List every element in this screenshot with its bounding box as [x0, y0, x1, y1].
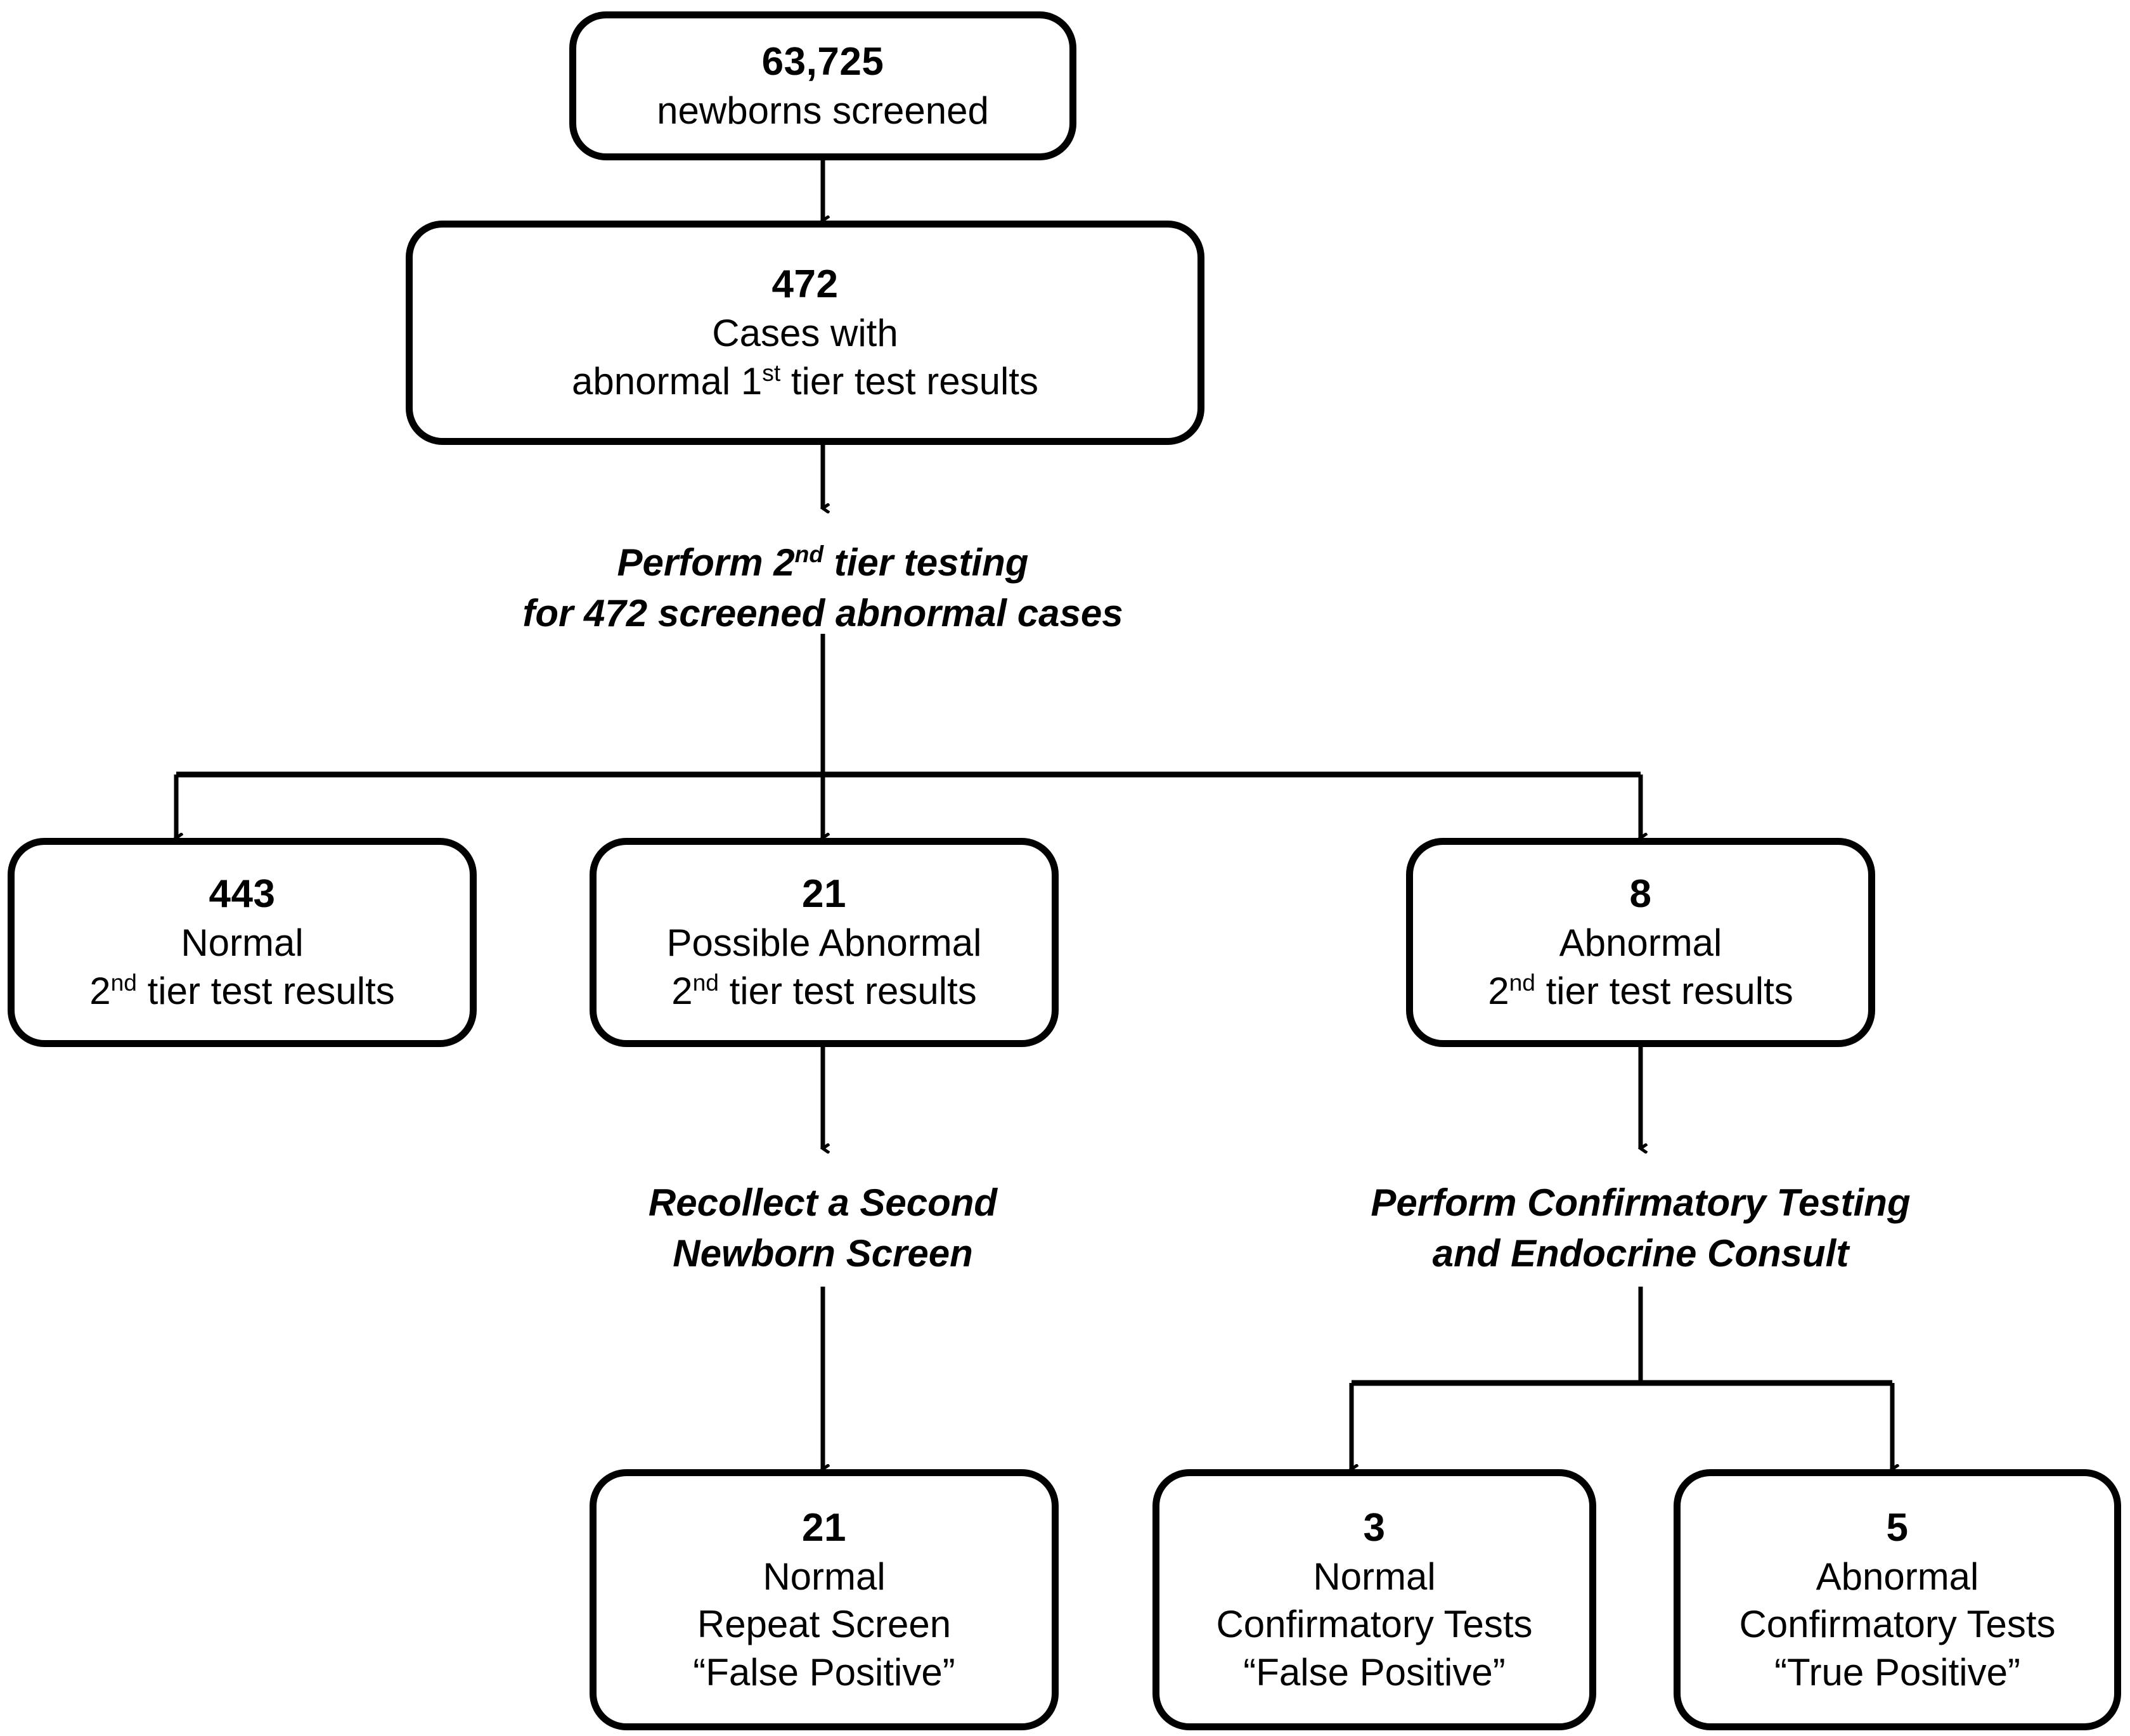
line2-prefix: 2 [89, 970, 111, 1013]
process-line-2: and Endocrine Consult [1432, 1231, 1849, 1275]
node-count: 63,725 [761, 39, 884, 84]
line2-prefix: abnormal 1 [572, 360, 763, 403]
process-line-1: Recollect a Second [648, 1181, 998, 1224]
node-normal-confirmatory-tests[interactable]: 3 Normal Confirmatory Tests “False Posit… [1152, 1469, 1596, 1730]
ordinal-suffix: st [762, 359, 781, 387]
node-newborns-screened[interactable]: 63,725 newborns screened [569, 11, 1076, 160]
node-count: 472 [771, 262, 839, 307]
line1-prefix: Perform 2 [617, 541, 795, 584]
line1-suffix: tier testing [823, 541, 1029, 584]
node-label-line-2: Confirmatory Tests [1739, 1603, 2056, 1646]
node-possible-abnormal-second-tier[interactable]: 21 Possible Abnormal 2nd tier test resul… [590, 838, 1059, 1047]
process-line-2: for 472 screened abnormal cases [522, 591, 1123, 634]
node-label-line-3: “True Positive” [1774, 1650, 2020, 1694]
node-label-line-1: Possible Abnormal [666, 922, 982, 965]
process-recollect-second-screen: Recollect a Second Newborn Screen [569, 1178, 1076, 1279]
line2-prefix: 2 [1488, 970, 1509, 1013]
process-second-tier-testing: Perform 2nd tier testing for 472 screene… [442, 537, 1203, 639]
node-count: 8 [1629, 872, 1652, 916]
ordinal-suffix: nd [110, 969, 137, 996]
line2-suffix: tier test results [1535, 970, 1793, 1013]
node-label-line-2: 2nd tier test results [89, 967, 395, 1015]
node-count: 21 [802, 872, 846, 916]
ordinal-suffix: nd [794, 541, 824, 567]
node-count: 443 [209, 872, 276, 916]
node-normal-second-tier[interactable]: 443 Normal 2nd tier test results [8, 838, 477, 1047]
ordinal-suffix: nd [1509, 969, 1535, 996]
process-line-1: Perform Confirmatory Testing [1371, 1181, 1911, 1224]
node-count: 21 [802, 1505, 846, 1550]
node-count: 5 [1886, 1505, 1909, 1550]
node-abnormal-confirmatory-tests[interactable]: 5 Abnormal Confirmatory Tests “True Posi… [1674, 1469, 2121, 1730]
node-label-line-1: Cases with [712, 312, 898, 355]
node-label-line-1: newborns screened [657, 89, 989, 132]
node-abnormal-first-tier[interactable]: 472 Cases with abnormal 1st tier test re… [406, 221, 1204, 445]
node-label-line-1: Abnormal [1559, 922, 1722, 965]
node-normal-repeat-screen[interactable]: 21 Normal Repeat Screen “False Positive” [590, 1469, 1059, 1730]
ordinal-suffix: nd [692, 969, 719, 996]
node-label-line-1: Normal [1313, 1555, 1436, 1598]
line2-suffix: tier test results [136, 970, 395, 1013]
node-abnormal-second-tier[interactable]: 8 Abnormal 2nd tier test results [1406, 838, 1875, 1047]
node-label-line-3: “False Positive” [693, 1650, 955, 1694]
node-label-line-2: Confirmatory Tests [1216, 1603, 1533, 1646]
process-confirmatory-testing: Perform Confirmatory Testing and Endocri… [1311, 1178, 1970, 1279]
node-count: 3 [1363, 1505, 1386, 1550]
node-label-line-1: Abnormal [1816, 1555, 1979, 1598]
node-label-line-2: abnormal 1st tier test results [572, 357, 1038, 406]
process-line-2: Newborn Screen [673, 1231, 973, 1275]
process-line-1: Perform 2nd tier testing [442, 537, 1203, 588]
node-label-line-1: Normal [181, 922, 304, 965]
node-label-line-2: Repeat Screen [697, 1603, 952, 1646]
node-label-line-1: Normal [763, 1555, 886, 1598]
line2-suffix: tier test results [718, 970, 977, 1013]
node-label-line-3: “False Positive” [1243, 1650, 1506, 1694]
node-label-line-2: 2nd tier test results [1488, 967, 1793, 1015]
line2-suffix: tier test results [780, 360, 1038, 403]
node-label-line-2: 2nd tier test results [671, 967, 977, 1015]
line2-prefix: 2 [671, 970, 693, 1013]
